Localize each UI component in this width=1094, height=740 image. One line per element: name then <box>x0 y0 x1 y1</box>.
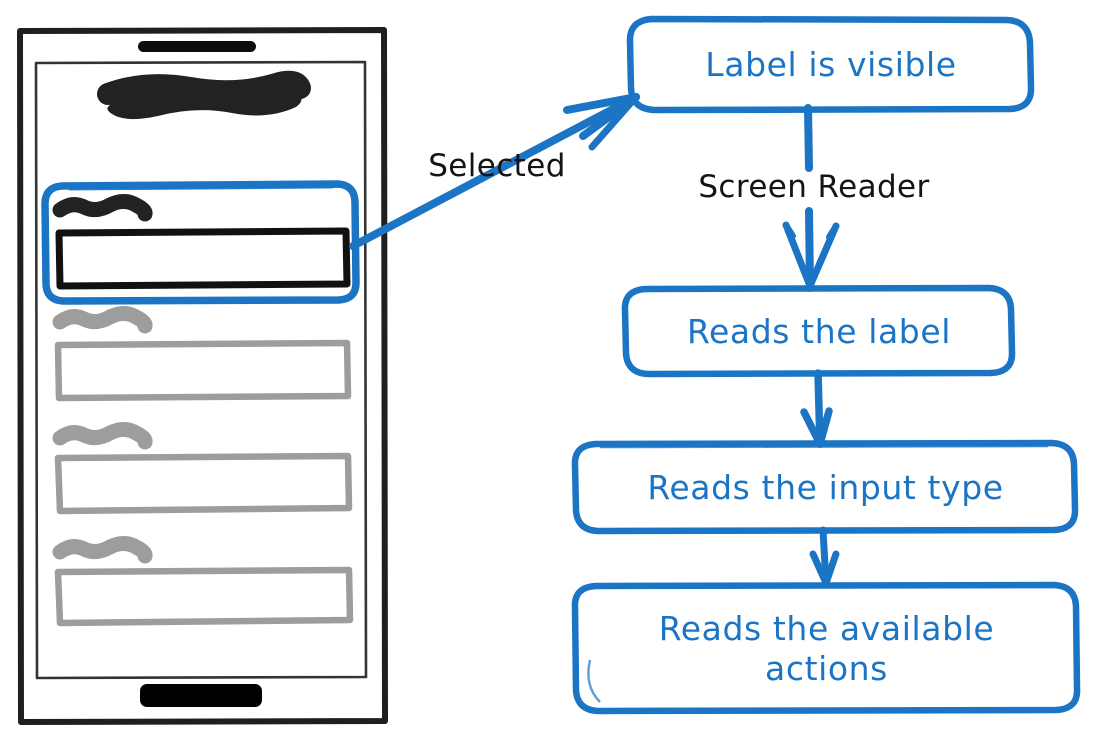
flow-edges <box>349 93 840 587</box>
phone-outer-frame <box>17 27 388 725</box>
node-reads-input-type-overdraw <box>599 444 1049 449</box>
field-3[interactable] <box>52 422 353 515</box>
edge-selected-arrowhead-c <box>588 93 640 151</box>
node-reads-actions-hit[interactable] <box>574 585 1078 712</box>
edge-sr-arrowhead-tick-b <box>826 223 839 240</box>
speaker-bar <box>138 41 256 52</box>
node-label-visible-hit[interactable] <box>629 19 1032 111</box>
field-3-input-box[interactable] <box>54 452 353 515</box>
selected-highlight-ring <box>41 180 360 305</box>
edge-reads-label-to-input-type <box>800 369 833 448</box>
selected-highlight-ring-overdraw <box>68 185 334 191</box>
edge-selected-line <box>349 93 640 250</box>
edge-sr-line-lower <box>805 207 814 292</box>
node-reads-input-type-hit[interactable] <box>574 443 1076 532</box>
node-label-visible-box[interactable] <box>626 15 1035 114</box>
edge-sr-line-upper <box>804 104 813 172</box>
field-4[interactable] <box>52 536 354 627</box>
phone-screen-border <box>34 60 368 680</box>
field-2[interactable] <box>52 306 352 402</box>
field-selected-input-box[interactable] <box>55 227 351 290</box>
node-reads-label-hit[interactable] <box>624 288 1013 375</box>
home-indicator <box>140 684 262 707</box>
edge-2-arrowhead-b <box>816 407 833 448</box>
edge-3-arrowhead-b <box>822 550 840 587</box>
node-reads-actions-overdraw <box>587 659 601 703</box>
flow-nodes <box>571 15 1081 715</box>
field-selected-hit[interactable] <box>45 184 357 302</box>
field-2-hit[interactable] <box>55 310 351 402</box>
node-reads-input-type-box[interactable] <box>571 439 1079 535</box>
field-2-input-box[interactable] <box>54 339 352 402</box>
edge-selected-arrowhead-a <box>563 93 640 114</box>
field-4-input-box[interactable] <box>54 566 354 627</box>
field-3-label-squiggle <box>52 422 153 450</box>
edge-3-arrowhead-a <box>809 550 830 587</box>
field-selected-label-squiggle <box>52 194 153 222</box>
field-2-label-squiggle <box>52 306 153 334</box>
field-4-hit[interactable] <box>55 538 351 626</box>
edge-label-visible-to-reads-label <box>782 104 840 292</box>
edge-sr-arrowhead-tick-a <box>783 222 796 239</box>
edge-input-type-to-actions <box>809 526 840 587</box>
phone-mockup <box>17 27 388 725</box>
node-reads-label-box[interactable] <box>621 284 1016 378</box>
phone-screen-content <box>41 70 360 627</box>
title-squiggle-stroke <box>97 70 311 105</box>
edge-2-arrowhead-a <box>800 408 824 448</box>
node-reads-actions-box[interactable] <box>571 581 1081 715</box>
field-selected[interactable] <box>41 180 360 305</box>
edge-selected-to-label-visible <box>349 93 640 250</box>
field-4-label-squiggle <box>52 536 153 564</box>
field-3-hit[interactable] <box>55 424 351 514</box>
